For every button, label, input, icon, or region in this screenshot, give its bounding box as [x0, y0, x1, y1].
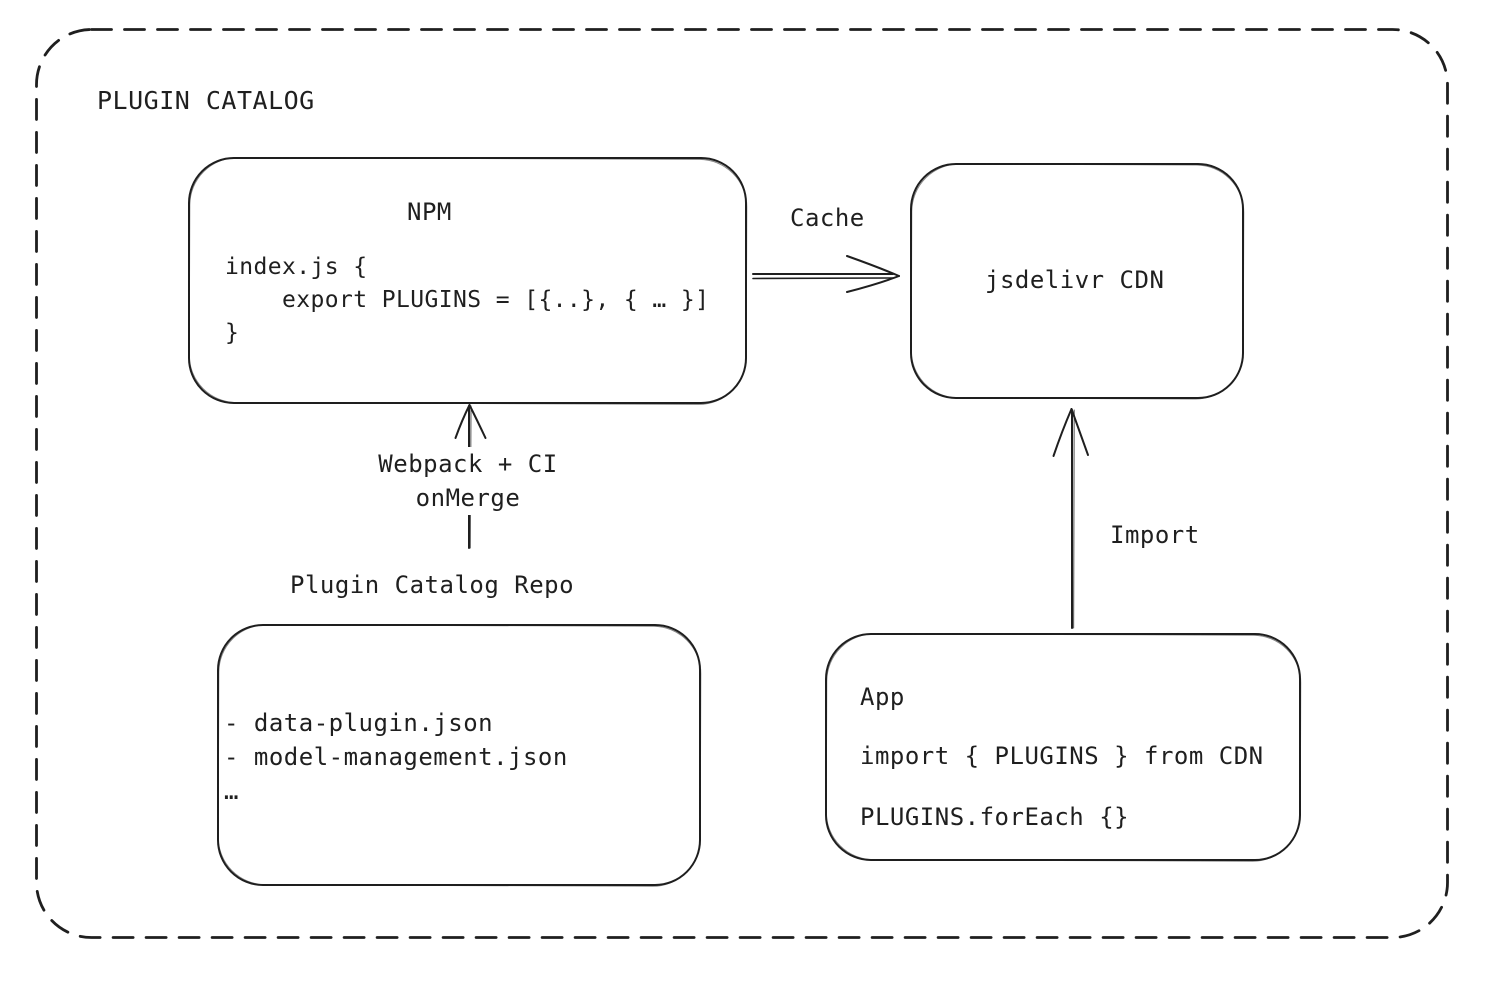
repo-node: [217, 624, 701, 886]
repo-node-label: Plugin Catalog Repo: [290, 571, 575, 599]
import-arrow: [1052, 408, 1089, 629]
build-edge-label-line2: onMerge: [415, 484, 521, 512]
dashed-frame-border: [35, 28, 1449, 939]
repo-file-item: - data-plugin.json: [224, 709, 494, 737]
repo-file-list: - data-plugin.json - model-management.jso…: [224, 706, 568, 808]
npm-node-title: NPM: [407, 198, 452, 226]
app-node: [825, 633, 1301, 861]
cdn-node: [910, 163, 1244, 399]
frame-title: PLUGIN CATALOG: [97, 86, 315, 115]
build-edge-label-line1: Webpack + CI: [378, 450, 558, 478]
npm-code-block: index.js { export PLUGINS = [{..}, { … }…: [225, 254, 710, 346]
build-edge-label: Webpack + CI onMerge: [373, 447, 563, 515]
app-node-title: App: [860, 683, 905, 711]
app-code-line: PLUGINS.forEach {}: [860, 803, 1130, 831]
npm-node: [188, 157, 747, 404]
import-edge-label: Import: [1110, 521, 1200, 549]
app-code-line: import { PLUGINS } from CDN: [860, 742, 1264, 770]
cdn-node-label: jsdelivr CDN: [985, 266, 1165, 294]
repo-file-item: …: [224, 777, 239, 805]
cache-edge-label: Cache: [790, 204, 865, 232]
cache-arrow: [752, 255, 900, 293]
repo-file-item: - model-management.json: [224, 743, 568, 771]
